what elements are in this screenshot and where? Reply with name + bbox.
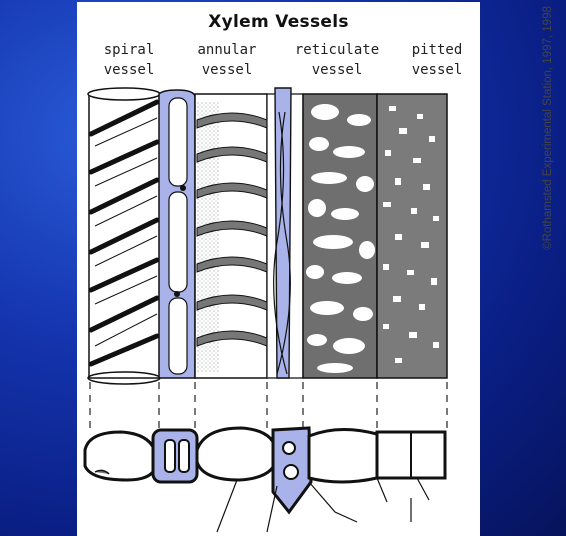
pitted-vessel — [377, 94, 447, 378]
diagram-panel: Xylem Vessels spiral vessel annular vess… — [77, 2, 480, 536]
copyright-credit: ©Rothamsted Experimental Station, 1997, … — [542, 6, 554, 250]
fibre-cell — [267, 88, 303, 378]
reticulate-vessel — [303, 94, 377, 378]
projection-lines — [90, 382, 447, 430]
annular-vessel — [195, 94, 267, 378]
xylem-illustration — [77, 2, 480, 536]
tracheid-cell — [159, 90, 195, 378]
spiral-vessel — [88, 88, 160, 384]
cross-section — [85, 428, 445, 532]
